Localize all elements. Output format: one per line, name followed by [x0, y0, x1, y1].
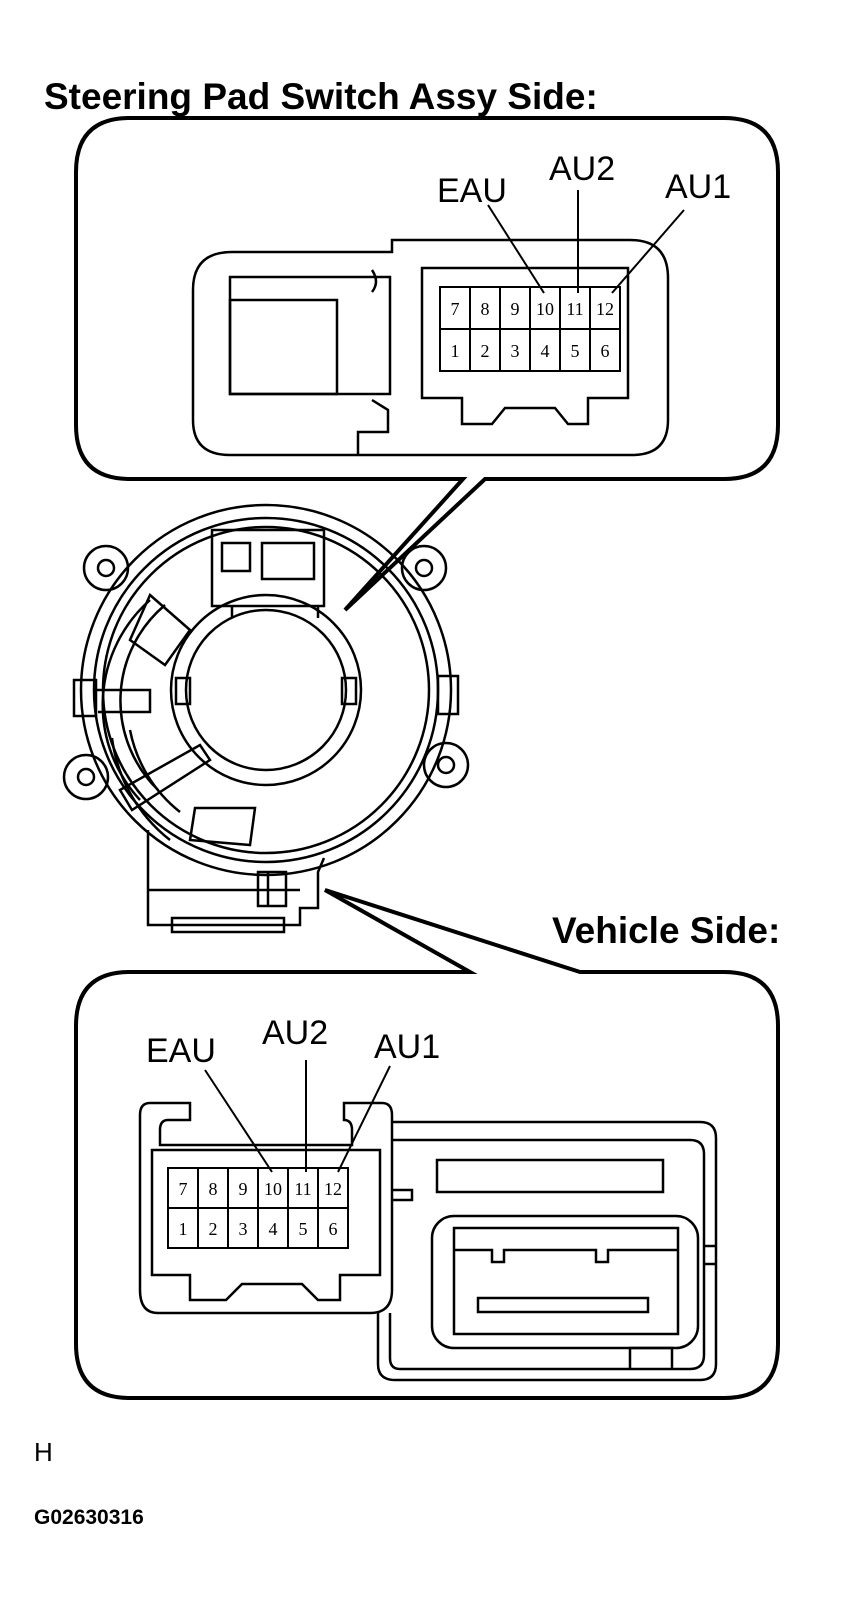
top-pin-6: 6: [601, 341, 610, 361]
bottom-label-au2: AU2: [262, 1014, 328, 1052]
bottom-pin-9: 9: [239, 1179, 248, 1199]
top-pin-10: 10: [536, 299, 554, 319]
bottom-pin-4: 4: [269, 1219, 278, 1239]
top-pin-8: 8: [481, 299, 490, 319]
bottom-label-eau: EAU: [146, 1032, 216, 1070]
top-label-au2: AU2: [549, 150, 615, 188]
reference-letter: H: [34, 1437, 53, 1467]
bottom-pin-10: 10: [264, 1179, 282, 1199]
bottom-pin-7: 7: [179, 1179, 188, 1199]
bottom-pin-numbers: 7 8 9 10 11 12 1 2 3 4 5 6: [179, 1179, 343, 1239]
steering-pad-side-title: Steering Pad Switch Assy Side:: [44, 76, 598, 117]
top-pin-grid: [439, 286, 621, 372]
top-pin-4: 4: [541, 341, 550, 361]
top-pin-11: 11: [566, 299, 583, 319]
bottom-pin-11: 11: [294, 1179, 311, 1199]
top-pin-12: 12: [596, 299, 614, 319]
top-signal-labels: EAU AU2 AU1: [437, 150, 731, 210]
bottom-right-housing: [376, 1120, 718, 1382]
top-pin-7: 7: [451, 299, 460, 319]
top-pin-5: 5: [571, 341, 580, 361]
top-pin-numbers: 7 8 9 10 11 12 1 2 3 4 5 6: [451, 299, 615, 361]
bottom-signal-labels: EAU AU2 AU1: [146, 1014, 440, 1070]
bottom-pin-5: 5: [299, 1219, 308, 1239]
bottom-pin-12: 12: [324, 1179, 342, 1199]
bottom-callout-panel: [74, 888, 780, 1400]
spiral-cable-assembly: [62, 503, 470, 934]
top-pin-2: 2: [481, 341, 490, 361]
top-connector-housing: [191, 238, 670, 457]
bottom-pin-6: 6: [329, 1219, 338, 1239]
bottom-leader-lines: [204, 1060, 391, 1173]
bottom-pin-3: 3: [239, 1219, 248, 1239]
top-pin-3: 3: [511, 341, 520, 361]
bottom-pin-1: 1: [179, 1219, 188, 1239]
bottom-connector-housing: [138, 1101, 394, 1315]
bottom-pin-8: 8: [209, 1179, 218, 1199]
top-label-eau: EAU: [437, 172, 507, 210]
bottom-label-au1: AU1: [374, 1028, 440, 1066]
top-leader-lines: [487, 190, 685, 294]
top-label-au1: AU1: [665, 168, 731, 206]
bottom-pin-grid: [167, 1167, 349, 1249]
top-pin-9: 9: [511, 299, 520, 319]
figure-code: G02630316: [34, 1506, 144, 1529]
vehicle-side-title: Vehicle Side:: [552, 910, 781, 951]
bottom-pin-2: 2: [209, 1219, 218, 1239]
top-pin-1: 1: [451, 341, 460, 361]
